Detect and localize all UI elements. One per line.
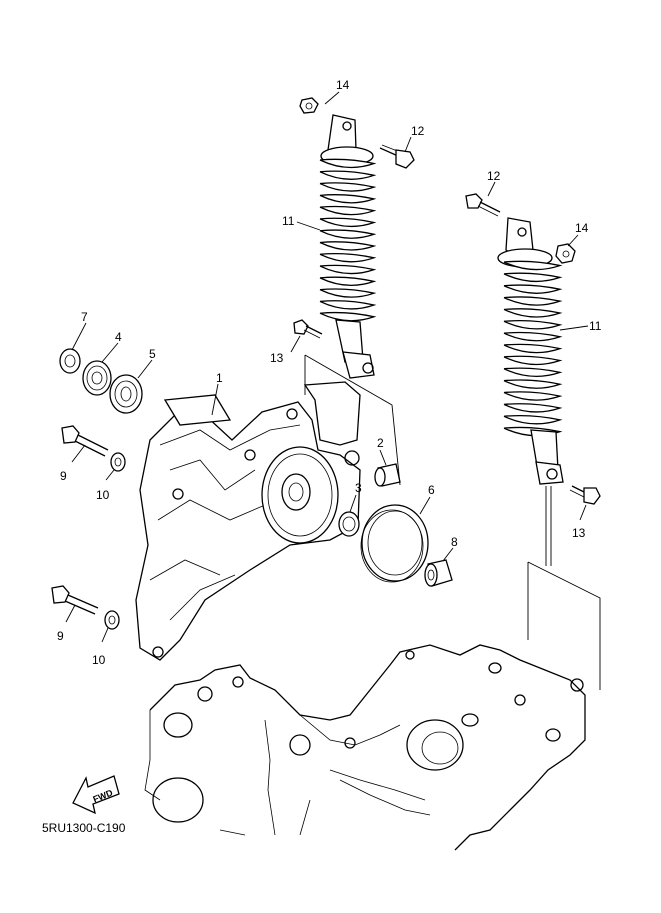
spring-coil — [503, 403, 563, 413]
callout-4: 4 — [115, 330, 122, 344]
spring-coil — [319, 288, 377, 298]
spring-coil — [503, 284, 563, 294]
washer-7[interactable] — [59, 348, 81, 374]
callout-11-right: 11 — [589, 319, 602, 333]
washer-10-upper[interactable] — [110, 452, 126, 472]
callout-13-left: 13 — [270, 351, 284, 365]
nut-14-left[interactable] — [299, 97, 319, 114]
crankcase-outline — [144, 644, 586, 851]
spring-coil — [503, 379, 563, 389]
washer-10-lower[interactable] — [104, 610, 120, 630]
callout-14-left: 14 — [336, 78, 350, 92]
callout-11-left: 11 — [282, 214, 295, 228]
spring-coil — [319, 229, 377, 239]
collar-8[interactable] — [424, 559, 453, 587]
spring-coil — [319, 217, 377, 228]
spring-coil — [503, 367, 563, 377]
spring-coil — [319, 182, 377, 192]
callout-10-upper: 10 — [96, 488, 110, 502]
spring-coil — [319, 311, 377, 322]
callout-2: 2 — [377, 436, 384, 450]
collar-2[interactable] — [374, 463, 401, 487]
bolt-12-right[interactable] — [465, 193, 501, 217]
bolt-12-left[interactable] — [379, 144, 415, 169]
spring-coil — [503, 355, 563, 366]
callout-5: 5 — [149, 347, 156, 361]
spring-coil — [503, 272, 563, 283]
spring-coil — [319, 264, 377, 275]
part-code: 5RU1300-C190 — [42, 821, 126, 835]
spring-coil — [319, 205, 377, 216]
callout-9-lower: 9 — [57, 629, 64, 643]
callout-12-left: 12 — [411, 124, 425, 138]
bolt-13-left[interactable] — [293, 319, 323, 339]
spring-coil — [319, 276, 377, 286]
callout-10-lower: 10 — [92, 653, 106, 667]
spring-coil — [319, 300, 377, 310]
callout-3: 3 — [355, 481, 362, 495]
bolt-9-upper[interactable] — [61, 425, 109, 457]
rear-arm-1[interactable] — [135, 381, 361, 661]
spring-coil — [503, 260, 563, 271]
o-ring-6[interactable] — [360, 504, 429, 583]
shock-absorber-left[interactable] — [319, 114, 377, 379]
callout-1: 1 — [216, 371, 223, 385]
leader-lines — [65, 91, 589, 643]
fwd-arrow-icon: FWD — [72, 775, 120, 815]
bolt-13-right[interactable] — [569, 485, 601, 505]
callout-8: 8 — [451, 535, 458, 549]
bearing-4[interactable] — [82, 360, 112, 396]
spring-coil — [503, 320, 563, 330]
callout-12-right: 12 — [487, 169, 501, 183]
spring-coil — [319, 194, 377, 204]
callout-14-right: 14 — [575, 221, 589, 235]
callout-13-right: 13 — [572, 526, 586, 540]
callout-7: 7 — [81, 310, 88, 324]
shock-absorber-right[interactable] — [497, 217, 564, 485]
spring-coil — [319, 158, 377, 169]
assembly-reference-lines — [304, 354, 601, 690]
spring-coil — [503, 296, 563, 306]
spring-coil — [503, 308, 563, 318]
callout-labels: 14 12 11 13 7 4 5 1 2 3 6 8 9 10 9 10 12… — [57, 78, 602, 667]
spring-coil — [503, 414, 563, 425]
spring-coil — [319, 170, 377, 180]
spring-coil — [503, 331, 563, 342]
spring-coil — [319, 252, 377, 263]
spring-coil — [503, 343, 563, 354]
spring-coil — [319, 241, 377, 251]
oil-seal-3[interactable] — [338, 511, 360, 537]
bearing-5[interactable] — [109, 374, 143, 414]
nut-14-right[interactable] — [555, 243, 576, 264]
callout-6: 6 — [428, 483, 435, 497]
bolt-9-lower[interactable] — [51, 585, 99, 615]
callout-9-upper: 9 — [60, 469, 67, 483]
spring-coil — [503, 391, 563, 401]
